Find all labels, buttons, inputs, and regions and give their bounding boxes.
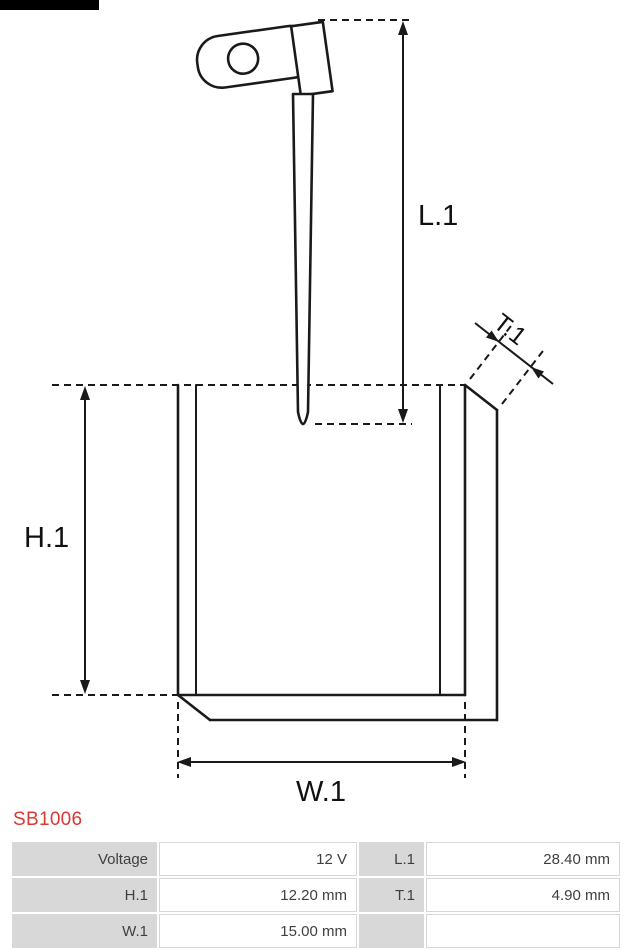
spec-label-h1: H.1 bbox=[12, 878, 157, 912]
dimension-t1: T.1 bbox=[474, 308, 554, 385]
dimension-h1: H.1 bbox=[24, 386, 90, 694]
spec-value-w1: 15.00 mm bbox=[159, 914, 357, 948]
terminal-and-lead bbox=[195, 20, 334, 426]
spec-value-h1: 12.20 mm bbox=[159, 878, 357, 912]
spec-label-empty bbox=[359, 914, 424, 948]
spec-row-3: W.1 15.00 mm bbox=[12, 914, 620, 948]
terminal-crimp-tab bbox=[289, 20, 334, 97]
spec-label-voltage: Voltage bbox=[12, 842, 157, 876]
dim-label-w1: W.1 bbox=[296, 776, 346, 806]
terminal-hole bbox=[226, 42, 260, 75]
spec-value-t1: 4.90 mm bbox=[426, 878, 620, 912]
dim-label-t1: T.1 bbox=[488, 308, 532, 351]
spec-row-1: Voltage 12 V L.1 28.40 mm bbox=[12, 842, 620, 876]
spec-label-l1: L.1 bbox=[359, 842, 424, 876]
brush-body bbox=[176, 383, 499, 722]
spec-label-w1: W.1 bbox=[12, 914, 157, 948]
spec-table: Voltage 12 V L.1 28.40 mm H.1 12.20 mm T… bbox=[10, 840, 622, 950]
spec-value-empty bbox=[426, 914, 620, 948]
dimension-l1: L.1 bbox=[315, 21, 458, 425]
spec-row-2: H.1 12.20 mm T.1 4.90 mm bbox=[12, 878, 620, 912]
dim-label-l1: L.1 bbox=[418, 200, 458, 232]
dim-label-h1: H.1 bbox=[24, 522, 69, 554]
spec-value-voltage: 12 V bbox=[159, 842, 357, 876]
brand-logo-cropped bbox=[0, 0, 99, 10]
dimension-w1: W.1 bbox=[177, 757, 466, 806]
spec-value-l1: 28.40 mm bbox=[426, 842, 620, 876]
spec-label-t1: T.1 bbox=[359, 878, 424, 912]
part-number: SB1006 bbox=[13, 809, 83, 830]
reference-lines bbox=[52, 19, 547, 778]
technical-drawing: L.1 H.1 W.1 T.1 bbox=[24, 19, 554, 806]
lead-wire bbox=[291, 92, 315, 426]
